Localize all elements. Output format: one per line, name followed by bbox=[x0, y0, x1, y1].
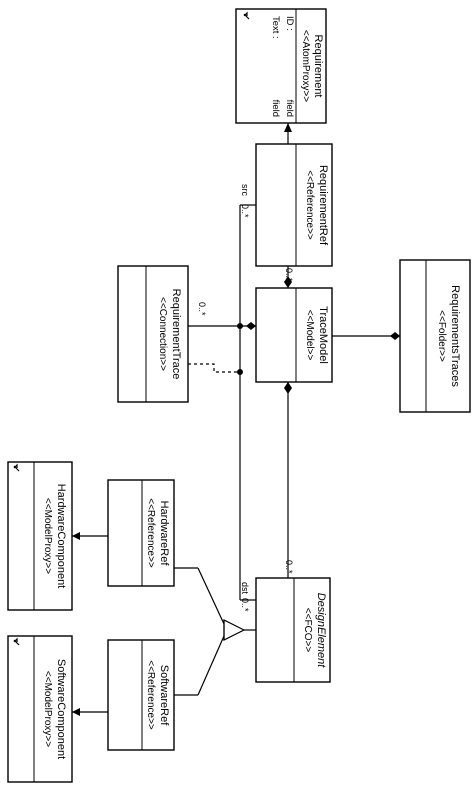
class-stereotype: <<AtomProxy>> bbox=[300, 30, 311, 102]
class-stereotype: <<Folder>> bbox=[436, 310, 447, 362]
diamond-icon bbox=[246, 322, 256, 330]
diamond-icon bbox=[284, 382, 292, 394]
class-stereotype: <<ModelProxy>> bbox=[42, 671, 53, 747]
class-hardware-component[interactable]: HardwareComponent <<ModelProxy>> bbox=[7, 461, 73, 611]
multiplicity-label: 0..* bbox=[240, 598, 250, 612]
role-label-dst: dst bbox=[240, 582, 250, 595]
class-software-component[interactable]: SoftwareComponent <<ModelProxy>> bbox=[7, 635, 73, 783]
association-class-link bbox=[188, 363, 240, 373]
collapse-icon[interactable] bbox=[243, 11, 250, 20]
arrowhead-icon bbox=[72, 708, 80, 716]
class-stereotype: <<Model>> bbox=[304, 310, 315, 361]
class-hardware-ref[interactable]: HardwareRef <<Reference>> bbox=[107, 479, 175, 587]
class-name: SoftwareRef bbox=[158, 665, 170, 726]
collapse-icon[interactable] bbox=[13, 637, 20, 646]
attribute-name: ID : bbox=[284, 16, 295, 31]
class-design-element[interactable]: DesignElement <<FCO>> bbox=[255, 577, 331, 683]
class-software-ref[interactable]: SoftwareRef <<Reference>> bbox=[107, 639, 175, 751]
class-name: TraceModel bbox=[317, 306, 329, 364]
class-stereotype: <<ModelProxy>> bbox=[42, 498, 53, 574]
multiplicity-label: 0..* bbox=[240, 204, 250, 218]
class-stereotype: <<FCO>> bbox=[302, 608, 313, 653]
class-requirement-trace[interactable]: RequirementTrace <<Connection>> bbox=[117, 265, 189, 403]
attribute-type: field bbox=[270, 100, 281, 117]
junction-dot-icon bbox=[237, 369, 243, 375]
class-name: RequirementsTraces bbox=[449, 285, 461, 387]
containment-trace-model bbox=[332, 332, 400, 340]
role-label-src: src bbox=[240, 184, 250, 196]
multiplicity-label: 0..* bbox=[197, 302, 207, 316]
junction-dot-icon bbox=[237, 323, 243, 329]
connection-dst: dst 0..* bbox=[237, 369, 256, 612]
connection-src: src 0..* bbox=[237, 184, 256, 372]
arrowhead-icon bbox=[284, 123, 292, 132]
containment-design-element: 0..* bbox=[284, 382, 294, 578]
reference-hardware bbox=[72, 532, 108, 540]
class-stereotype: <<Reference>> bbox=[145, 498, 156, 568]
class-name: Requirement bbox=[312, 35, 324, 98]
class-name: HardwareComponent bbox=[55, 484, 67, 589]
class-requirement-ref[interactable]: RequirementRef <<Reference>> bbox=[255, 143, 333, 267]
reference-requirement bbox=[284, 123, 292, 144]
class-requirements-traces[interactable]: RequirementsTraces <<Folder>> bbox=[399, 259, 471, 413]
reference-software bbox=[72, 708, 108, 716]
containment-requirement-ref: 0..* bbox=[284, 266, 294, 288]
class-trace-model[interactable]: TraceModel <<Model>> bbox=[255, 287, 333, 383]
class-requirement[interactable]: Requirement <<AtomProxy>> ID : field Tex… bbox=[235, 8, 327, 124]
multiplicity-label: 0..* bbox=[284, 560, 294, 574]
class-name: HardwareRef bbox=[158, 501, 170, 567]
class-name: SoftwareComponent bbox=[55, 659, 67, 759]
class-stereotype: <<Reference>> bbox=[304, 170, 315, 240]
attribute-name: Text : bbox=[270, 16, 281, 39]
diamond-icon bbox=[284, 276, 292, 288]
diamond-icon bbox=[390, 332, 400, 340]
class-name: RequirementTrace bbox=[170, 289, 182, 380]
class-stereotype: <<Reference>> bbox=[145, 660, 156, 730]
containment-requirement-trace: 0..* bbox=[188, 302, 256, 330]
class-name: RequirementRef bbox=[317, 165, 329, 246]
triangle-icon bbox=[223, 619, 246, 641]
arrowhead-icon bbox=[72, 532, 80, 540]
attribute-type: field bbox=[284, 100, 295, 117]
class-name: DesignElement bbox=[315, 593, 327, 669]
class-stereotype: <<Connection>> bbox=[157, 297, 168, 371]
multiplicity-label: 0..* bbox=[284, 268, 294, 282]
collapse-icon[interactable] bbox=[13, 463, 20, 472]
inheritance bbox=[174, 567, 256, 696]
